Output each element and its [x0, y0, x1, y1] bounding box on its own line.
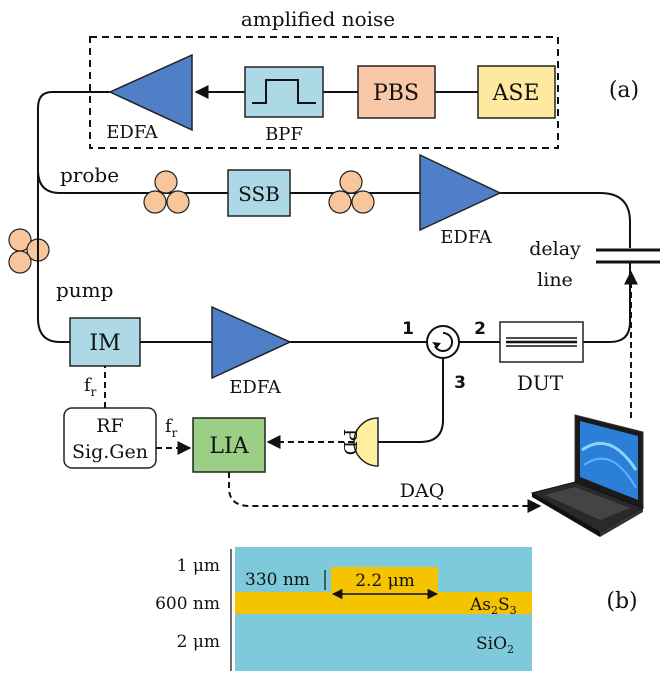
fiber-noise-to-probe	[37, 91, 150, 194]
delay-line-label-1: delay	[529, 238, 581, 260]
panel-b-label: (b)	[606, 589, 637, 614]
fiber-pump	[37, 170, 427, 343]
amplified-noise-group	[89, 36, 559, 149]
fr-im-label: fr	[84, 375, 97, 399]
circulator	[426, 325, 460, 359]
circulator-port-2: 2	[474, 319, 486, 339]
core-layer	[235, 592, 532, 614]
edfa-pump-label: EDFA	[229, 377, 281, 398]
fr-lia-label: fr	[165, 416, 178, 440]
thickness-top-label: 1 μm	[177, 556, 220, 576]
bpf-label: BPF	[265, 124, 303, 145]
electrical-lia-laptop	[228, 472, 542, 513]
edfa-probe-label: EDFA	[440, 227, 492, 248]
edfa-noise-amplifier	[108, 53, 193, 132]
ssb-box	[227, 169, 291, 217]
substrate-material-label: SiO2	[476, 634, 514, 656]
bpf-box	[244, 66, 324, 118]
laptop-icon	[530, 414, 645, 537]
edfa-noise-label: EDFA	[106, 122, 158, 143]
edfa-pump-amplifier	[211, 305, 292, 380]
daq-label: DAQ	[400, 480, 445, 502]
dut-label: DUT	[517, 371, 564, 395]
polarization-controller-pump	[8, 228, 50, 274]
bpf-passband-icon	[252, 79, 316, 104]
rf-signal-generator	[63, 407, 157, 469]
thickness-bottom-label: 2 μm	[177, 632, 220, 652]
rf-label-line1: RF	[96, 415, 124, 437]
substrate	[235, 614, 532, 671]
panel-a-label: (a)	[609, 78, 639, 103]
lia-box	[192, 417, 266, 473]
ase-label: ASE	[491, 81, 539, 106]
photodetector	[353, 417, 379, 467]
rf-label-line2: Sig.Gen	[72, 441, 148, 463]
polarization-controller-probe-1	[143, 170, 190, 214]
delay-line-label-2: line	[537, 269, 573, 291]
im-label: IM	[89, 331, 120, 356]
ase-box	[477, 65, 556, 119]
edfa-probe-amplifier	[419, 153, 502, 232]
pump-label: pump	[56, 278, 113, 302]
pbs-label: PBS	[373, 81, 419, 106]
ssb-label: SSB	[238, 182, 280, 206]
pbs-box	[357, 65, 436, 119]
rib-width-label: 2.2 μm	[355, 571, 415, 591]
fiber-circulator-pd	[378, 358, 444, 443]
thickness-mid-label: 600 nm	[155, 594, 220, 614]
circulator-port-3: 3	[454, 373, 466, 393]
core-material-label: As2S3	[469, 595, 517, 617]
probe-label: probe	[60, 163, 119, 187]
rib-height-label: 330 nm	[245, 570, 310, 590]
core-rib	[331, 567, 438, 592]
waveguide-cross-section	[230, 547, 532, 671]
circulator-port-1: 1	[402, 319, 414, 339]
lia-label: LIA	[209, 434, 249, 459]
amplified-noise-label: amplified noise	[241, 7, 395, 31]
polarization-controller-probe-2	[328, 170, 375, 214]
